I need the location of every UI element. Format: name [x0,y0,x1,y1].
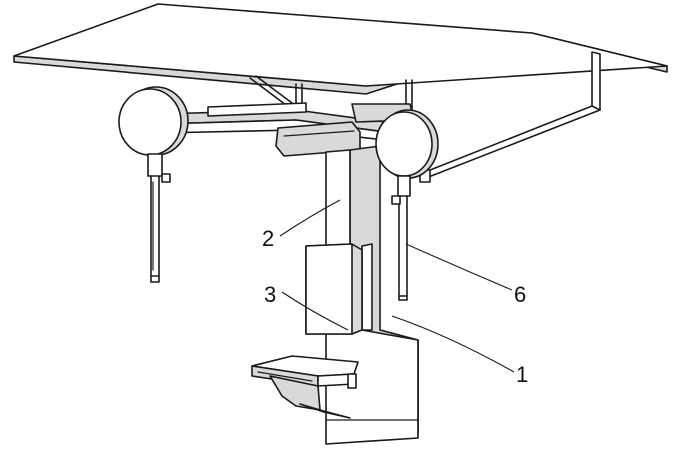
vertical-column [325,145,419,445]
reference-label-6: 6 [514,282,526,307]
right-disc-assembly [375,109,439,301]
reference-label-1: 1 [516,362,528,387]
reference-label-2: 2 [262,226,274,251]
canopy-plate [13,3,668,95]
backrest-panel [305,243,363,335]
leader-lines [279,199,515,373]
left-disc-assembly [118,86,189,283]
arm-carriage [275,121,361,157]
reference-label-3: 3 [264,282,276,307]
seat-platform [251,355,359,419]
